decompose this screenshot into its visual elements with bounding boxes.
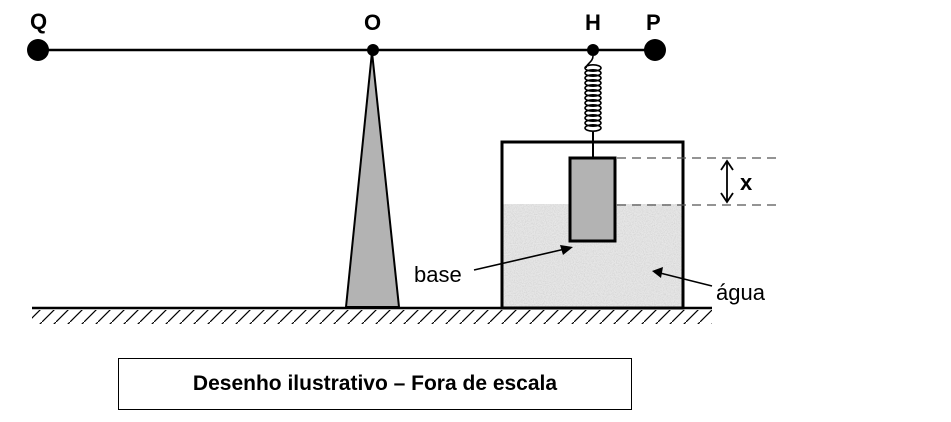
spring-coil <box>584 89 602 98</box>
label-h: H <box>585 10 601 35</box>
ground <box>32 306 712 324</box>
spring-coil <box>584 84 602 93</box>
point-h-hook <box>587 44 599 56</box>
spring-coil <box>584 119 602 128</box>
spring-coil <box>584 114 602 123</box>
spring-coil <box>584 99 602 108</box>
spring-coil <box>584 79 602 88</box>
point-q-mass <box>27 39 49 61</box>
spring-coil <box>584 74 602 83</box>
spring-coil <box>584 104 602 113</box>
label-base: base <box>414 262 462 287</box>
label-o: O <box>364 10 381 35</box>
spring-coil <box>584 64 602 73</box>
label-p: P <box>646 10 661 35</box>
caption-text: Desenho ilustrativo – Fora de escala <box>192 372 558 395</box>
label-water: água <box>716 280 766 305</box>
caption-box: Desenho ilustrativo – Fora de escala <box>118 358 632 410</box>
label-q: Q <box>30 9 47 34</box>
base-arrow <box>473 245 573 271</box>
spring-coil <box>584 124 602 133</box>
displacement-arrow <box>720 159 734 204</box>
spring-coil <box>584 69 602 78</box>
point-p-mass <box>644 39 666 61</box>
spring-coil <box>584 94 602 103</box>
label-x: x <box>740 170 753 195</box>
fulcrum-support <box>344 51 401 308</box>
spring <box>584 55 602 158</box>
submerged-block <box>568 156 617 243</box>
water-arrow <box>652 267 713 287</box>
spring-coil <box>584 109 602 118</box>
point-o-pivot <box>367 44 379 56</box>
